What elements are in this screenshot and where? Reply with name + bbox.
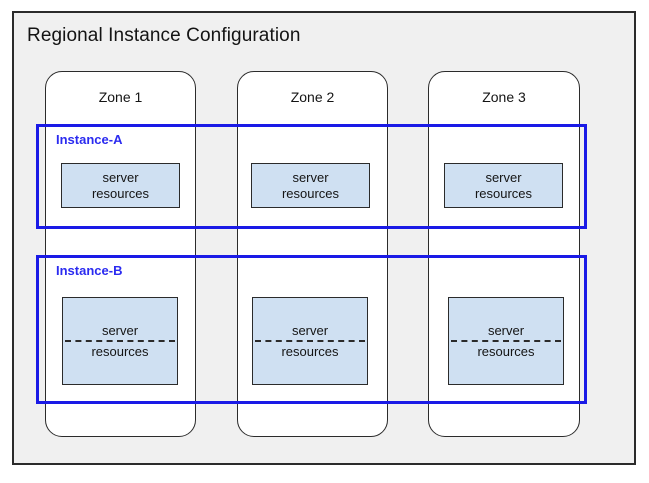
server-resources-box[interactable]: server resources bbox=[61, 163, 180, 208]
zone-label-3: Zone 3 bbox=[482, 89, 526, 105]
server-resources-line-1: server bbox=[101, 323, 139, 338]
instance-label-b: Instance-B bbox=[56, 263, 123, 278]
server-resources-line-2: resources bbox=[281, 344, 339, 359]
instance-band-b[interactable]: Instance-B bbox=[36, 255, 587, 404]
instance-band-a[interactable]: Instance-A bbox=[36, 124, 587, 229]
server-resources-box[interactable]: server resources bbox=[62, 297, 178, 385]
zone-label-2: Zone 2 bbox=[290, 89, 335, 105]
server-resources-box[interactable]: server resources bbox=[444, 163, 563, 208]
server-resources-line-1: server bbox=[485, 170, 522, 185]
server-resources-line-1: server bbox=[291, 323, 329, 338]
server-resources-line-2: resources bbox=[281, 186, 340, 201]
dashed-divider bbox=[451, 340, 561, 342]
server-resources-box[interactable]: server resources bbox=[252, 297, 368, 385]
server-resources-line-2: resources bbox=[474, 186, 533, 201]
page-title: Regional Instance Configuration bbox=[27, 25, 301, 46]
instance-label-a: Instance-A bbox=[56, 132, 123, 147]
dashed-divider bbox=[255, 340, 365, 342]
dashed-divider bbox=[65, 340, 175, 342]
server-resources-line-2: resources bbox=[91, 186, 150, 201]
server-resources-line-2: resources bbox=[91, 344, 149, 359]
server-resources-box[interactable]: server resources bbox=[448, 297, 564, 385]
zone-label-1: Zone 1 bbox=[98, 89, 143, 105]
server-resources-line-2: resources bbox=[477, 344, 535, 359]
server-resources-line-1: server bbox=[102, 170, 139, 185]
server-resources-line-1: server bbox=[487, 323, 525, 338]
server-resources-box[interactable]: server resources bbox=[251, 163, 370, 208]
server-resources-line-1: server bbox=[292, 170, 329, 185]
